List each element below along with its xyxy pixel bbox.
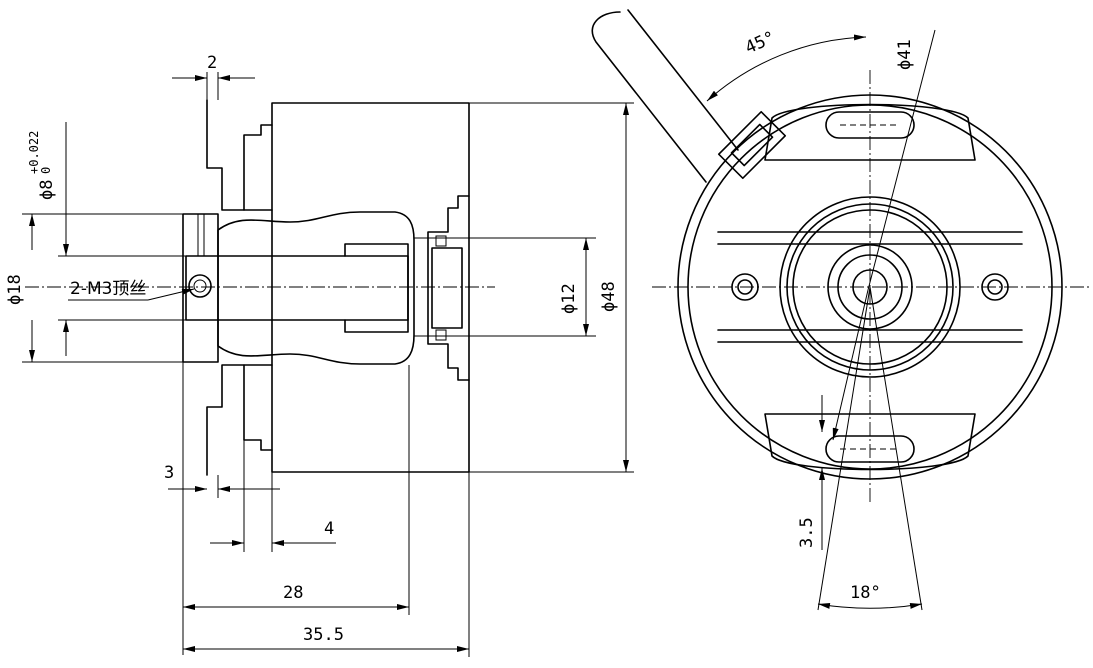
rear-connector [427, 195, 470, 381]
dim-body-diameter: ϕ48 [599, 281, 619, 312]
dim-length-35-5: 35.5 [303, 625, 344, 645]
dim-bore-diameter: ϕ12 [559, 283, 579, 314]
cable-gland [717, 110, 787, 180]
dim-length-28: 28 [283, 583, 303, 603]
dim-shaft-tol-upper: +0.022 [27, 131, 41, 174]
cable [591, 9, 739, 183]
sleeve-section [217, 211, 415, 365]
dim-step-offset: 4 [324, 519, 334, 539]
dim-slot-angle: 18° [850, 583, 881, 603]
set-screw-hole [188, 274, 212, 298]
dim-slot-width: 3.5 [797, 517, 817, 548]
shaft-bore [185, 255, 409, 321]
side-dimensions: 2 ϕ8 +0.022 0 ϕ18 2-M3顶丝 3 4 [5, 53, 634, 657]
front-view [591, 9, 1090, 505]
collar [182, 213, 219, 363]
front-dimensions: 45° ϕ41 18° 3.5 [706, 28, 936, 611]
flange-upper [206, 99, 273, 211]
note-set-screw: 2-M3顶丝 [70, 279, 146, 299]
flange-lower [206, 364, 273, 476]
dim-flange-thickness: 3 [164, 463, 174, 483]
encoder-body [271, 102, 470, 473]
side-view [25, 99, 495, 476]
dim-flange-step: 2 [207, 53, 217, 73]
dim-cable-angle: 45° [742, 28, 778, 59]
dim-collar-diameter: ϕ18 [5, 274, 25, 305]
dim-shaft-diameter: ϕ8 [37, 180, 57, 200]
dim-shaft-tol-lower: 0 [39, 167, 53, 174]
dim-bolt-circle: ϕ41 [895, 39, 915, 70]
